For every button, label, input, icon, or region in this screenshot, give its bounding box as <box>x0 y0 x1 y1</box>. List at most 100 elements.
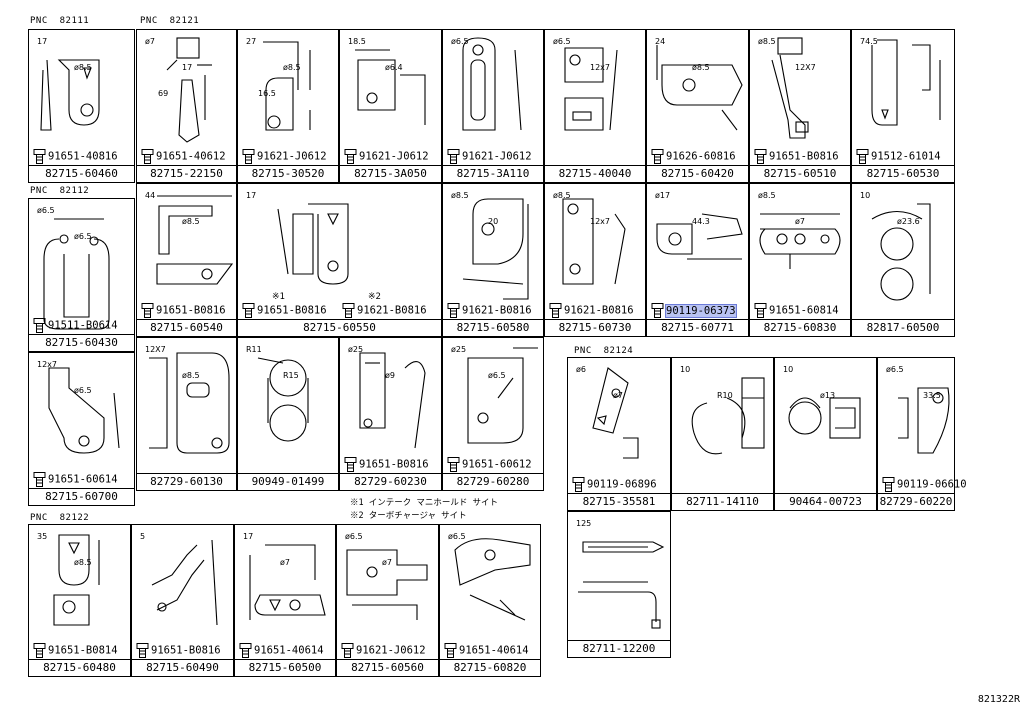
part-number-label[interactable]: 82715-60480 <box>29 659 130 676</box>
fastener-part-number[interactable]: 91512-61014 <box>871 150 941 163</box>
part-number-label[interactable]: 82715-60490 <box>132 659 233 676</box>
part-number-label[interactable]: 90464-00723 <box>775 493 876 510</box>
part-number-label[interactable]: 82715-60460 <box>29 165 134 182</box>
dimension-label: 12X7 <box>795 63 816 72</box>
fastener-part-number[interactable]: 91651-40614 <box>254 644 324 657</box>
fastener-part-number[interactable]: 91621-J0612 <box>359 150 429 163</box>
dimension-label: ø7 <box>613 391 623 400</box>
part-number-label[interactable]: 82715-60771 <box>647 319 748 336</box>
fastener-row: 91621-B0816 <box>447 303 532 318</box>
dimension-label: 10 <box>860 191 870 200</box>
fastener-part-number[interactable]: 91626-60816 <box>666 150 736 163</box>
pnc-text: PNC <box>140 16 158 26</box>
part-drawing: 18.5ø6.4 <box>348 37 426 125</box>
bolt-icon <box>141 149 154 164</box>
fastener-part-number[interactable]: 91621-B0816 <box>564 304 634 317</box>
dimension-label: ø8.5 <box>182 217 200 226</box>
fastener-part-number[interactable]: 91621-J0612 <box>257 150 327 163</box>
fastener-part-number[interactable]: 90119-06610 <box>897 478 967 491</box>
part-number-label[interactable]: 82729-60220 <box>878 493 954 508</box>
fastener-part-number[interactable]: 91651-60612 <box>462 458 532 471</box>
dimension-label: ø6.5 <box>74 232 92 241</box>
fastener-part-number[interactable]: 91651-B0816 <box>769 150 839 163</box>
part-number-label[interactable]: 82715-60730 <box>545 319 645 336</box>
fastener-row: 91651-40614 <box>444 643 529 658</box>
bolt-icon <box>33 318 46 333</box>
fastener-part-number[interactable]: 91621-B0816 <box>462 304 532 317</box>
part-drawing: ø6.533.5 <box>886 365 950 454</box>
part-number-label[interactable]: 82729-60230 <box>340 473 441 490</box>
dimension-label: 17 <box>37 37 47 46</box>
dimension-label: 125 <box>576 519 591 528</box>
fastener-part-number[interactable]: 91651-60814 <box>769 304 839 317</box>
fastener-part-number[interactable]: 91651-B0816 <box>359 458 429 471</box>
fastener-part-number[interactable]: 91651-40816 <box>48 150 118 163</box>
dimension-label: 44.3 <box>692 217 710 226</box>
part-number-label[interactable]: 82715-3A050 <box>340 165 441 182</box>
part-number-label[interactable]: 82729-60280 <box>443 473 543 490</box>
part-number-label[interactable]: 82715-3A110 <box>443 165 543 182</box>
dimension-label: 12x7 <box>590 217 610 226</box>
dimension-label: ø25 <box>348 345 363 354</box>
part-number-label[interactable]: 82715-60530 <box>852 165 954 182</box>
fastener-part-number[interactable]: 90119-06373 <box>665 303 737 318</box>
bolt-icon <box>33 643 46 658</box>
fastener-part-number[interactable]: 91511-B0614 <box>48 319 118 332</box>
fastener-row: 91651-B0816 <box>141 303 226 318</box>
fastener-part-number[interactable]: 91651-40614 <box>459 644 529 657</box>
bolt-icon <box>242 149 255 164</box>
part-number-label[interactable]: 82715-60510 <box>750 165 850 182</box>
part-number-label[interactable]: 82715-60550 <box>238 319 441 336</box>
dimension-label: ø23.6 <box>897 217 920 226</box>
fastener-row: 91651-60612 <box>447 457 532 472</box>
dimension-label: 27 <box>246 37 256 46</box>
part-number-label[interactable]: 82715-60580 <box>443 319 543 336</box>
dimension-label: ø6.5 <box>451 37 469 46</box>
fastener-part-number[interactable]: 91621-J0612 <box>462 150 532 163</box>
fastener-part-number[interactable]: 91651-B0816 <box>151 644 221 657</box>
part-number-label[interactable]: 82715-60500 <box>235 659 335 676</box>
part-number-label[interactable]: 82729-60130 <box>137 473 236 490</box>
dimension-label: 17 <box>246 191 256 200</box>
fastener-part-number[interactable]: 91621-J0612 <box>356 644 426 657</box>
part-number-label[interactable]: 82715-60430 <box>29 334 134 351</box>
part-number-label[interactable]: 82715-60560 <box>337 659 438 676</box>
part-number-label[interactable]: 82711-14110 <box>672 493 773 510</box>
part-number-label[interactable]: 82715-22150 <box>137 165 236 182</box>
part-number-label[interactable]: 82715-40040 <box>545 165 645 182</box>
bolt-icon <box>549 303 562 318</box>
part-number-label[interactable]: 82715-35581 <box>568 493 670 510</box>
part-number-label[interactable]: 82715-60830 <box>750 319 850 336</box>
bolt-icon <box>754 149 767 164</box>
fastener-part-number[interactable]: 90119-06896 <box>587 478 657 491</box>
fastener-part-number[interactable]: 91651-B0816 <box>156 304 226 317</box>
part-number-label[interactable]: 82817-60500 <box>852 319 954 336</box>
fastener-part-number[interactable]: 91651-B0814 <box>48 644 118 657</box>
dimension-label: ø6.5 <box>448 532 466 541</box>
dimension-label: ø8.5 <box>553 191 571 200</box>
bolt-icon <box>141 303 154 318</box>
part-number-label[interactable]: 82715-60700 <box>29 488 134 505</box>
pnc-text: PNC <box>30 186 48 196</box>
part-number-label[interactable]: 82715-60420 <box>647 165 748 182</box>
bolt-icon <box>856 149 869 164</box>
fastener-part-number[interactable]: 91651-60614 <box>48 473 118 486</box>
part-cell-82715-3a110: ø6.5 91621-J0612 82715-3A110 <box>442 29 544 183</box>
part-number-label[interactable]: 82711-12200 <box>568 640 670 657</box>
part-number-label[interactable]: 82715-60540 <box>137 319 236 336</box>
dimension-label: 17 <box>243 532 253 541</box>
part-number-label[interactable]: 90949-01499 <box>238 473 338 490</box>
part-number-label[interactable]: 82715-30520 <box>238 165 338 182</box>
part-number-label[interactable]: 82715-60820 <box>440 659 540 676</box>
fastener-part-number[interactable]: 91651-40612 <box>156 150 226 163</box>
